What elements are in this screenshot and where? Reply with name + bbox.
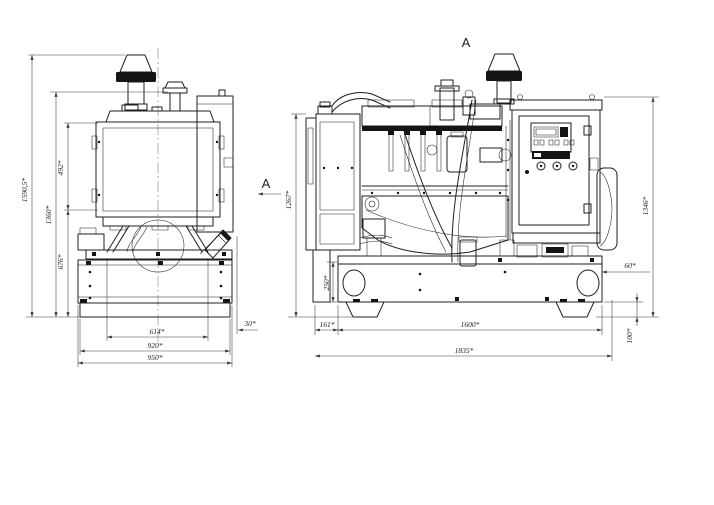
dim-front-total-height-label: 1590,5* xyxy=(20,178,29,203)
dim-front-span-614: 614* xyxy=(106,260,209,341)
dim-side-1267: 1267* xyxy=(284,113,352,318)
side-view-dimensions: 1267* 1346* 250* 161* xyxy=(284,96,659,361)
front-view-dimensions: 1590,5* 1360* 492* 676* 614* xyxy=(20,54,258,367)
side-view-control-panel xyxy=(509,94,603,258)
front-view-radiator xyxy=(91,104,225,231)
side-view-engine xyxy=(361,79,515,267)
dim-side-1600-label: 1600* xyxy=(461,320,480,329)
dim-side-250-label: 250* xyxy=(322,275,331,290)
dim-side-1346: 1346* xyxy=(596,96,659,318)
dim-side-1346-label: 1346* xyxy=(641,196,650,215)
dim-front-950-label: 950* xyxy=(148,353,163,362)
panel-hinge-top xyxy=(583,125,592,136)
dim-front-920-label: 920* xyxy=(148,341,163,350)
dim-side-250: 250* xyxy=(322,261,337,303)
dim-side-100-label: 100* xyxy=(625,328,634,343)
section-cut-marker: A xyxy=(257,176,281,196)
dim-front-1360-label: 1360* xyxy=(44,205,53,224)
front-view-skid xyxy=(79,302,231,318)
side-view: A xyxy=(284,35,659,361)
dim-side-1267-label: 1267* xyxy=(284,190,293,209)
dim-front-lower-height-label: 676* xyxy=(56,254,65,269)
dim-front-radiator-height-label: 492* xyxy=(56,160,65,175)
panel-breaker-strip xyxy=(532,151,570,159)
dim-side-60-label: 60* xyxy=(624,261,636,270)
dim-side-161-label: 161* xyxy=(320,320,335,329)
front-view-control-cabinet xyxy=(196,89,234,233)
dim-side-161: 161* xyxy=(314,305,339,335)
view-marker-label: A xyxy=(462,35,471,50)
panel-knobs xyxy=(536,161,578,171)
panel-controller-display xyxy=(530,122,575,153)
dim-front-radiator-height: 492* xyxy=(56,122,98,211)
side-view-alternator-bell xyxy=(589,157,618,251)
dim-side-1600: 1600* xyxy=(337,305,603,335)
side-view-muffler xyxy=(469,53,522,120)
dim-side-1835: 1835* xyxy=(314,300,613,361)
dim-front-lower-height: 676* xyxy=(56,209,70,318)
side-view-radiator xyxy=(305,92,393,303)
dim-front-920: 920* xyxy=(79,319,231,355)
dim-side-60: 60* xyxy=(601,261,650,274)
front-view: 1590,5* 1360* 492* 676* 614* xyxy=(20,48,281,367)
front-view-base-frame xyxy=(77,259,233,318)
side-view-radiator-support xyxy=(312,249,331,303)
side-view-base-frame xyxy=(337,255,603,318)
dim-front-span-614-label: 614* xyxy=(150,327,165,336)
dim-front-1360: 1360* xyxy=(44,91,168,318)
dim-side-1835-label: 1835* xyxy=(455,346,474,355)
dim-side-100: 100* xyxy=(604,293,643,344)
front-view-muffler xyxy=(116,54,156,111)
dim-front-total-height: 1590,5* xyxy=(20,54,125,318)
skid-foot-rear xyxy=(555,301,595,318)
panel-hinge-bottom xyxy=(583,203,592,214)
front-view-fan-assembly xyxy=(77,219,233,273)
panel-breaker-window xyxy=(534,153,541,157)
dim-front-overhang-30-label: 30* xyxy=(243,319,256,328)
front-view-exhaust-outlet xyxy=(199,229,232,259)
skid-foot-front xyxy=(345,301,385,318)
dim-front-overhang-30: 30* xyxy=(236,236,258,334)
dim-front-950: 950* xyxy=(77,305,233,367)
panel-lock xyxy=(525,170,529,174)
front-view-breather xyxy=(162,81,188,112)
section-cut-label: A xyxy=(262,176,271,191)
